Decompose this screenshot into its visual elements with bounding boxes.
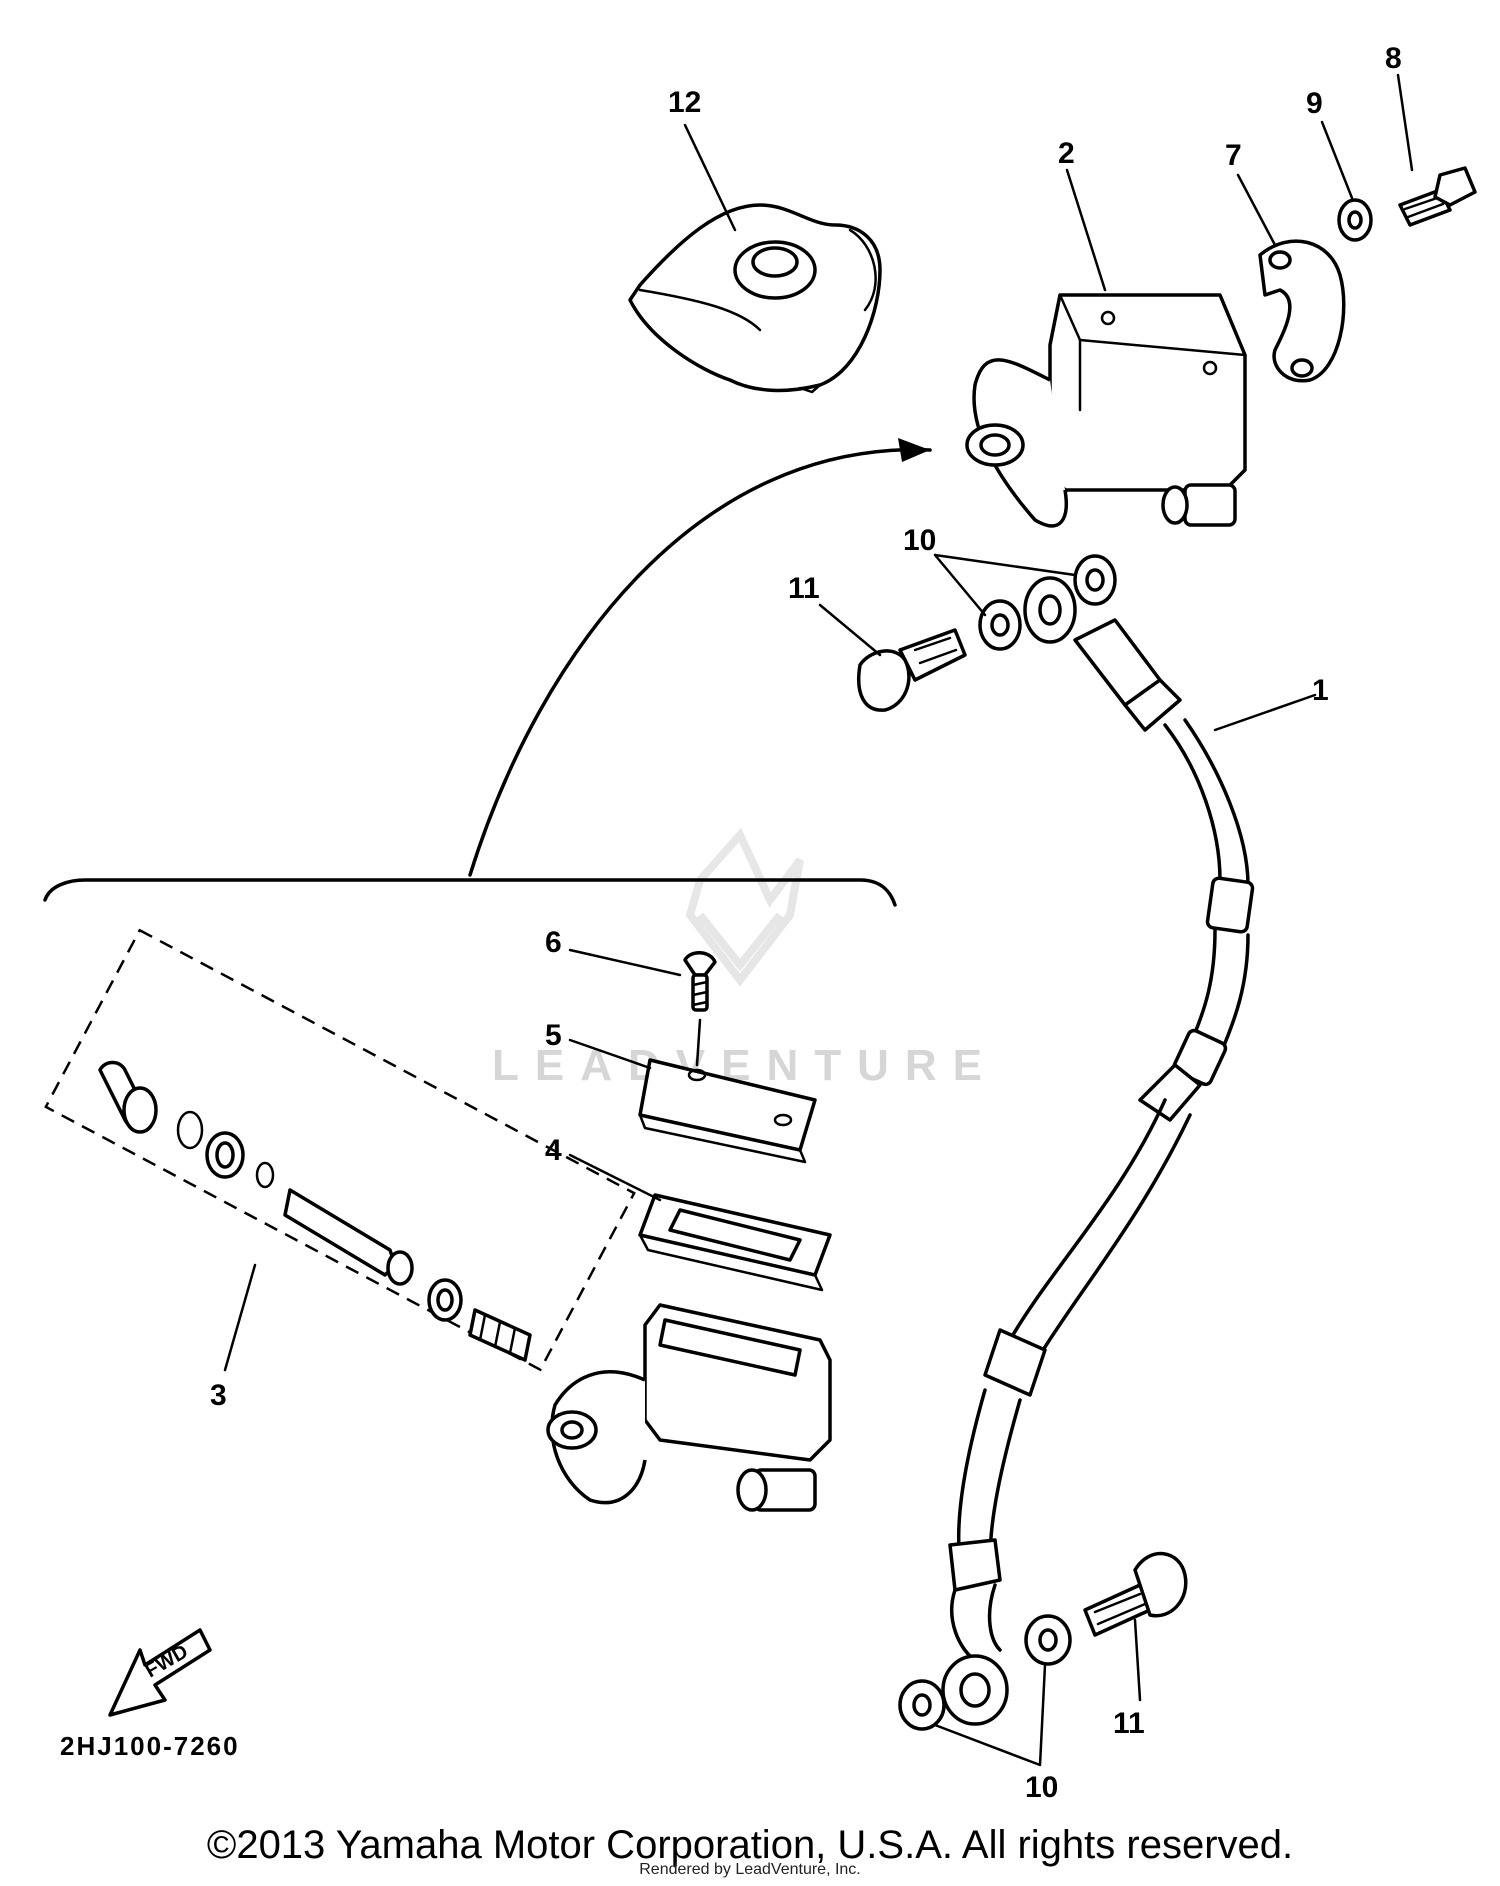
part-8-bolt[interactable] xyxy=(1398,166,1477,227)
callout-3: 3 xyxy=(210,1379,227,1412)
callout-10-lower: 10 xyxy=(1025,1771,1058,1804)
callout-1: 1 xyxy=(1312,674,1329,707)
part-6-screw[interactable] xyxy=(683,951,717,1012)
leader-8 xyxy=(1396,73,1414,172)
callout-5: 5 xyxy=(545,1019,562,1052)
callout-7: 7 xyxy=(1225,139,1242,172)
part-10-washer-upper-b[interactable] xyxy=(978,599,1022,651)
part-5-reservoir-cap[interactable] xyxy=(638,1058,817,1164)
leader-11-upper xyxy=(818,603,882,657)
leader-10-upper xyxy=(933,553,1077,617)
diagram-code: 2HJ100-7260 xyxy=(60,1731,240,1761)
callout-6: 6 xyxy=(545,926,562,959)
leader-7 xyxy=(1236,173,1277,247)
leader-6b xyxy=(695,1018,702,1067)
callout-11-upper: 11 xyxy=(788,572,820,605)
part-1-brake-hose[interactable] xyxy=(941,576,1255,1726)
part-2-master-cylinder[interactable] xyxy=(965,293,1247,528)
leader-2 xyxy=(1065,168,1107,292)
part-3-kit-outline xyxy=(44,928,636,1372)
part-3-cylinder-kit[interactable] xyxy=(98,1060,532,1362)
part-10-washer-upper-a[interactable] xyxy=(1073,554,1117,606)
leader-3 xyxy=(223,1263,257,1372)
part-10-washer-lower-b[interactable] xyxy=(898,1679,946,1731)
part-12-cover[interactable] xyxy=(628,203,882,394)
leader-9 xyxy=(1320,120,1354,200)
callout-9: 9 xyxy=(1306,87,1323,120)
arrow-head xyxy=(898,438,930,462)
fwd-arrow: FWD xyxy=(108,1628,212,1717)
exploded-view-bracket xyxy=(43,878,897,907)
part-4-diaphragm[interactable] xyxy=(638,1193,832,1292)
part-9-washer[interactable] xyxy=(1337,198,1373,242)
watermark-logo xyxy=(685,827,804,987)
rendered-by-text: Rendered by LeadVenture, Inc. xyxy=(639,1861,861,1878)
callout-10-upper: 10 xyxy=(903,524,936,557)
exploded-view-arrow xyxy=(468,448,932,877)
part-7-holder[interactable] xyxy=(1258,239,1346,383)
leader-12 xyxy=(683,123,737,232)
callout-8: 8 xyxy=(1385,42,1402,75)
master-cylinder-body-exploded[interactable] xyxy=(546,1303,832,1512)
leader-10-lower xyxy=(933,1663,1047,1767)
leader-5 xyxy=(568,1038,652,1070)
callout-4: 4 xyxy=(545,1134,562,1167)
part-10-washer-lower-a[interactable] xyxy=(1024,1614,1072,1666)
callout-11-lower: 11 xyxy=(1113,1707,1145,1740)
part-11-union-bolt-upper[interactable] xyxy=(857,628,967,712)
leader-1 xyxy=(1213,693,1317,732)
part-11-union-bolt-lower[interactable] xyxy=(1083,1552,1188,1637)
leader-11-lower xyxy=(1133,1618,1142,1702)
leader-4 xyxy=(568,1153,662,1202)
copyright-text: ©2013 Yamaha Motor Corporation, U.S.A. A… xyxy=(207,1823,1293,1867)
callout-2: 2 xyxy=(1058,137,1075,170)
leader-6 xyxy=(568,948,682,977)
callout-12: 12 xyxy=(668,86,701,119)
